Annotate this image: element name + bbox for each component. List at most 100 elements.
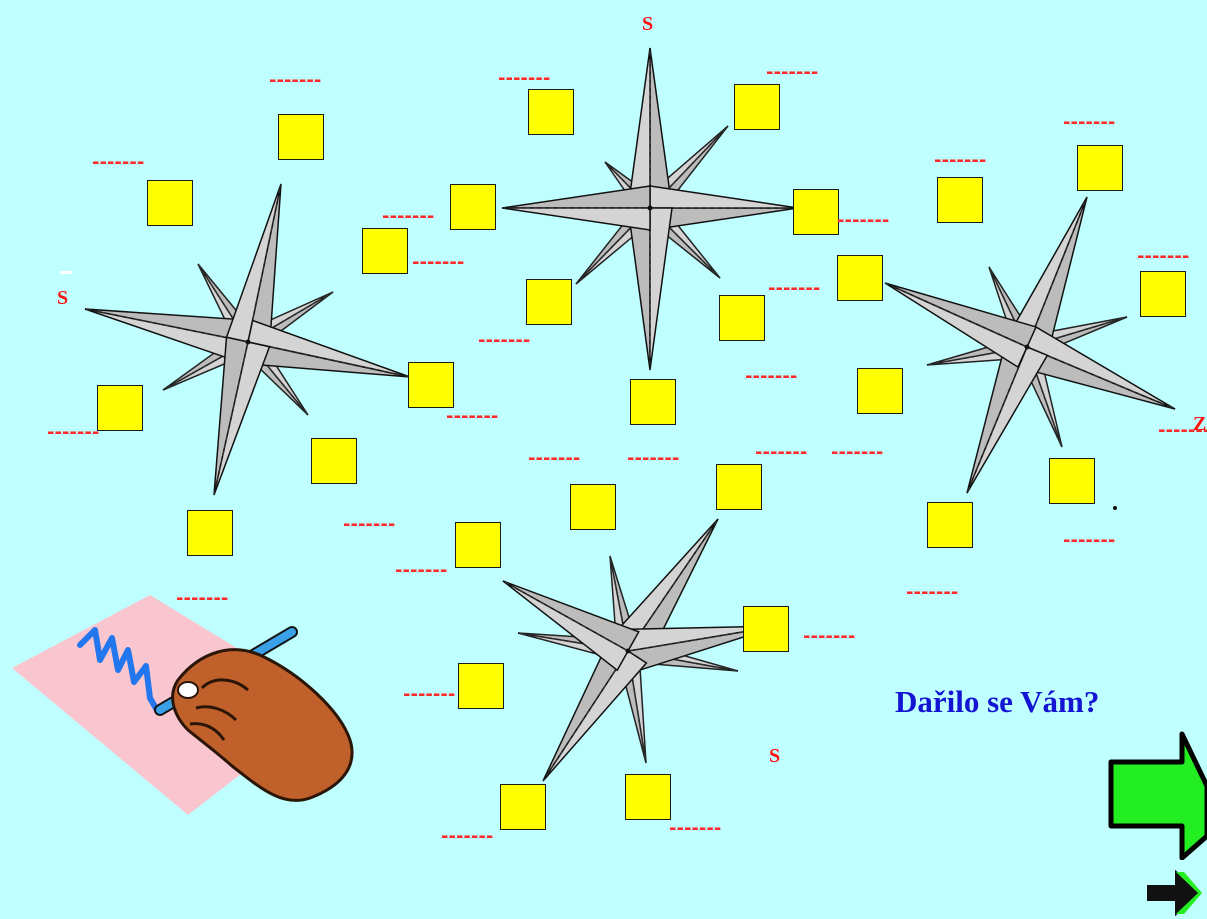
answer-box[interactable] (1049, 458, 1095, 504)
answer-box[interactable] (97, 385, 143, 431)
rose-point-face (502, 580, 630, 672)
answer-blank[interactable]: ------- (382, 206, 435, 227)
rose-point-ridge (884, 282, 1028, 348)
answer-box[interactable] (278, 114, 324, 160)
answer-box[interactable] (500, 784, 546, 830)
answer-box[interactable] (630, 379, 676, 425)
answer-blank[interactable]: ------- (441, 826, 494, 847)
answer-box[interactable] (147, 180, 193, 226)
rose-point-face (966, 346, 1049, 494)
answer-box[interactable] (458, 663, 504, 709)
rose-center (625, 648, 631, 654)
answer-blank[interactable]: ------- (627, 448, 680, 469)
rose-point-ridge (84, 308, 249, 343)
rose-point-ridge (988, 266, 1028, 348)
rose-point-ridge (627, 625, 779, 652)
answer-blank[interactable]: ------- (498, 68, 551, 89)
next-arrow-icon[interactable] (1108, 730, 1207, 860)
answer-box[interactable] (362, 228, 408, 274)
answer-blank[interactable]: ------- (446, 406, 499, 427)
answer-box[interactable] (719, 295, 765, 341)
rose-point-face (501, 185, 651, 209)
rose-center (647, 205, 653, 211)
answer-box[interactable] (526, 279, 572, 325)
direction-letter: S (769, 745, 781, 767)
answer-box[interactable] (450, 184, 496, 230)
answer-blank[interactable]: ------- (269, 70, 322, 91)
answer-box[interactable] (311, 438, 357, 484)
answer-box[interactable] (716, 464, 762, 510)
answer-blank[interactable]: ------- (176, 588, 229, 609)
hand-writing-icon (12, 595, 354, 815)
answer-blank[interactable]: ------- (906, 582, 959, 603)
answer-blank[interactable]: ------- (412, 252, 465, 273)
rose-right (884, 196, 1176, 494)
answer-blank[interactable]: ------- (803, 626, 856, 647)
answer-blank[interactable]: ------- (745, 366, 798, 387)
answer-blank[interactable]: ------- (395, 560, 448, 581)
rose-point-face (649, 207, 673, 371)
rose-top (501, 47, 799, 371)
answer-blank[interactable]: ------- (478, 330, 531, 351)
rose-left (84, 183, 411, 496)
rose-point-ridge (542, 650, 629, 782)
rose-point-face (501, 207, 651, 231)
answer-box[interactable] (734, 84, 780, 130)
answer-blank[interactable]: ------- (343, 514, 396, 535)
answer-blank[interactable]: ------- (837, 210, 890, 231)
answer-box[interactable] (570, 484, 616, 530)
rose-point-face (649, 47, 673, 209)
rose-center (245, 339, 251, 345)
question-text: Dařilo se Vám? (895, 684, 1100, 719)
next-small-arrow-icon[interactable] (1144, 868, 1204, 918)
direction-letter: Z (1193, 413, 1207, 435)
answer-box[interactable] (528, 89, 574, 135)
rose-point-face (884, 282, 1028, 369)
rose-point-face (627, 207, 651, 371)
answer-blank[interactable]: ------- (755, 442, 808, 463)
answer-box[interactable] (408, 362, 454, 408)
rose-point-ridge (213, 341, 249, 496)
rose-center (1024, 344, 1030, 350)
answer-blank[interactable]: ------- (766, 62, 819, 83)
direction-letter: S (642, 13, 654, 35)
answer-box[interactable] (927, 502, 973, 548)
stray-dot (1113, 506, 1117, 510)
answer-blank[interactable]: ------- (92, 152, 145, 173)
rose-point-face (649, 185, 799, 209)
rose-point-face (627, 47, 651, 209)
rose-point-ridge (966, 346, 1028, 494)
answer-box[interactable] (857, 368, 903, 414)
answer-blank[interactable]: ------- (768, 278, 821, 299)
answer-blank[interactable]: ------- (1158, 420, 1207, 441)
answer-blank[interactable]: ------- (934, 150, 987, 171)
answer-box[interactable] (1140, 271, 1186, 317)
answer-box[interactable] (793, 189, 839, 235)
answer-blank[interactable]: ------- (831, 442, 884, 463)
rose-point-ridge (247, 183, 282, 343)
answer-blank[interactable]: ------- (47, 422, 100, 443)
rose-point-ridge (247, 341, 411, 378)
answer-blank[interactable]: ------- (403, 684, 456, 705)
answer-blank[interactable]: ------- (528, 448, 581, 469)
direction-letter: S (57, 287, 69, 309)
answer-box[interactable] (743, 606, 789, 652)
rose-point-face (213, 341, 271, 496)
answer-blank[interactable]: ------- (1063, 112, 1116, 133)
answer-blank[interactable]: ------- (1063, 530, 1116, 551)
letter-accent-mark (60, 271, 72, 274)
answer-box[interactable] (937, 177, 983, 223)
answer-box[interactable] (625, 774, 671, 820)
answer-box[interactable] (455, 522, 501, 568)
rose-point-ridge (1026, 196, 1088, 348)
rose-point-face (542, 649, 648, 782)
answer-box[interactable] (187, 510, 233, 556)
answer-box[interactable] (837, 255, 883, 301)
rose-bottom (502, 518, 779, 782)
answer-blank[interactable]: ------- (669, 818, 722, 839)
rose-point-ridge (1026, 346, 1176, 410)
answer-box[interactable] (1077, 145, 1123, 191)
answer-blank[interactable]: ------- (1137, 246, 1190, 267)
